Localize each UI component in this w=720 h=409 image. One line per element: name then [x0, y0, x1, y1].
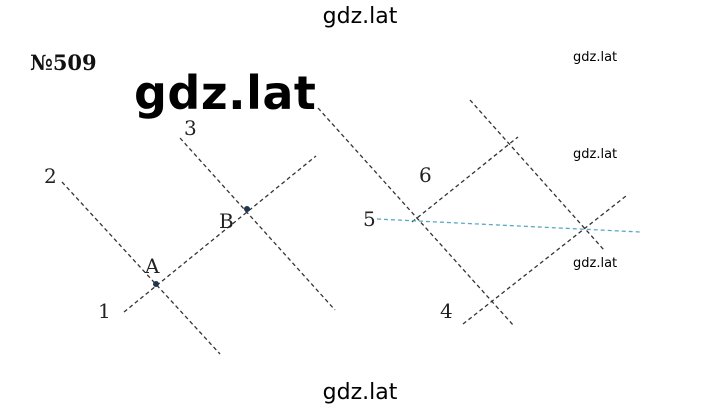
watermark-top: gdz.lat	[322, 4, 398, 29]
label-line-4: 4	[440, 299, 453, 323]
label-line-2: 2	[44, 164, 57, 188]
line-3	[179, 137, 336, 311]
line-6	[411, 136, 519, 223]
problem-number: №509	[30, 50, 97, 75]
watermark-small-3: gdz.lat	[573, 256, 618, 271]
watermark-big: gdz.lat	[134, 66, 317, 120]
watermark-bottom: gdz.lat	[322, 380, 398, 405]
line-long-left	[317, 107, 515, 327]
line-5-transversal	[376, 218, 641, 233]
watermark-small-1: gdz.lat	[573, 50, 618, 65]
line-2	[61, 181, 221, 355]
point-a	[153, 281, 159, 287]
line-long-right	[469, 99, 605, 251]
line-1	[123, 155, 317, 313]
watermark-small-2: gdz.lat	[573, 147, 618, 162]
label-line-5: 5	[363, 207, 376, 231]
label-line-1: 1	[98, 299, 111, 323]
label-line-6: 6	[419, 163, 432, 187]
label-point-a: A	[144, 254, 160, 278]
point-b	[244, 206, 250, 212]
line-4	[462, 195, 627, 325]
label-point-b: B	[219, 209, 234, 233]
label-line-3: 3	[184, 116, 197, 140]
